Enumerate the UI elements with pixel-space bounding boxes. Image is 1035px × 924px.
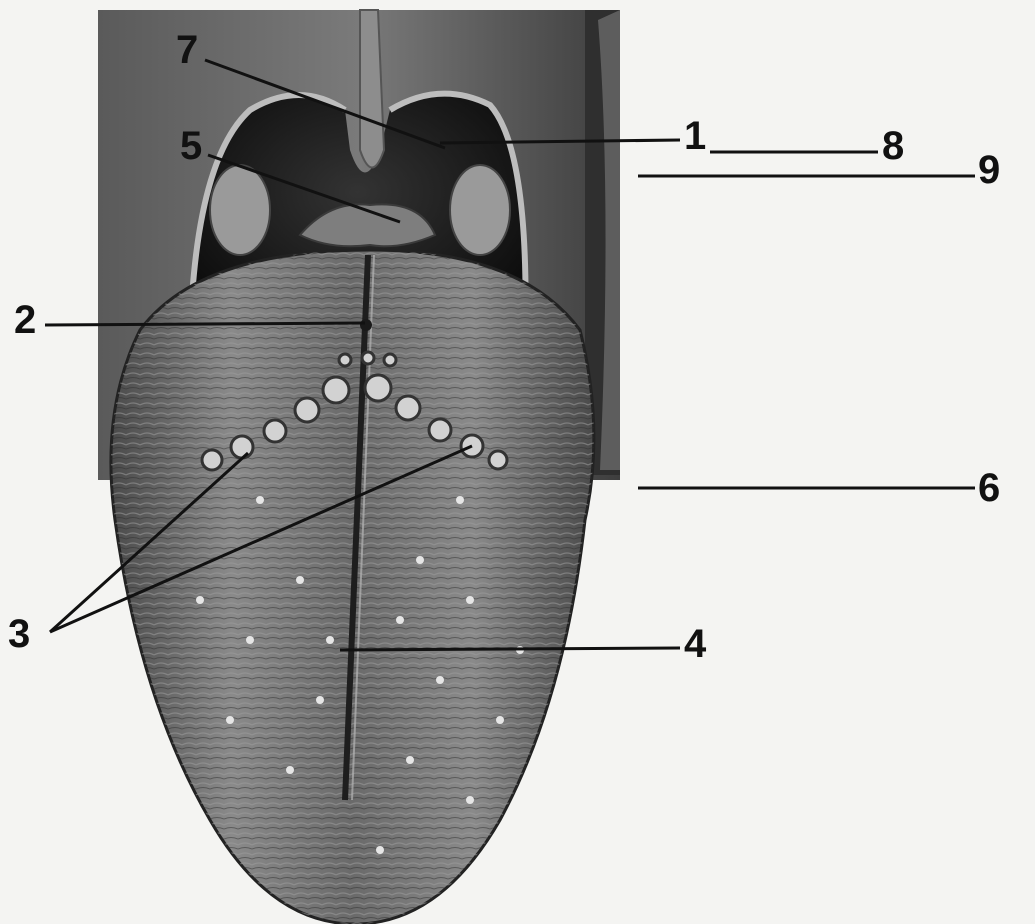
label-1: 1 <box>684 116 706 156</box>
label-4: 4 <box>684 624 706 664</box>
tongue <box>111 250 594 924</box>
label-7: 7 <box>176 30 198 70</box>
label-5: 5 <box>180 126 202 166</box>
label-6: 6 <box>978 468 1000 508</box>
label-3: 3 <box>8 614 30 654</box>
label-8: 8 <box>882 126 904 166</box>
leader-line-2 <box>45 323 365 325</box>
leader-line-4 <box>340 648 680 650</box>
foramen-cecum <box>360 319 372 331</box>
label-9: 9 <box>978 150 1000 190</box>
label-2: 2 <box>14 300 36 340</box>
